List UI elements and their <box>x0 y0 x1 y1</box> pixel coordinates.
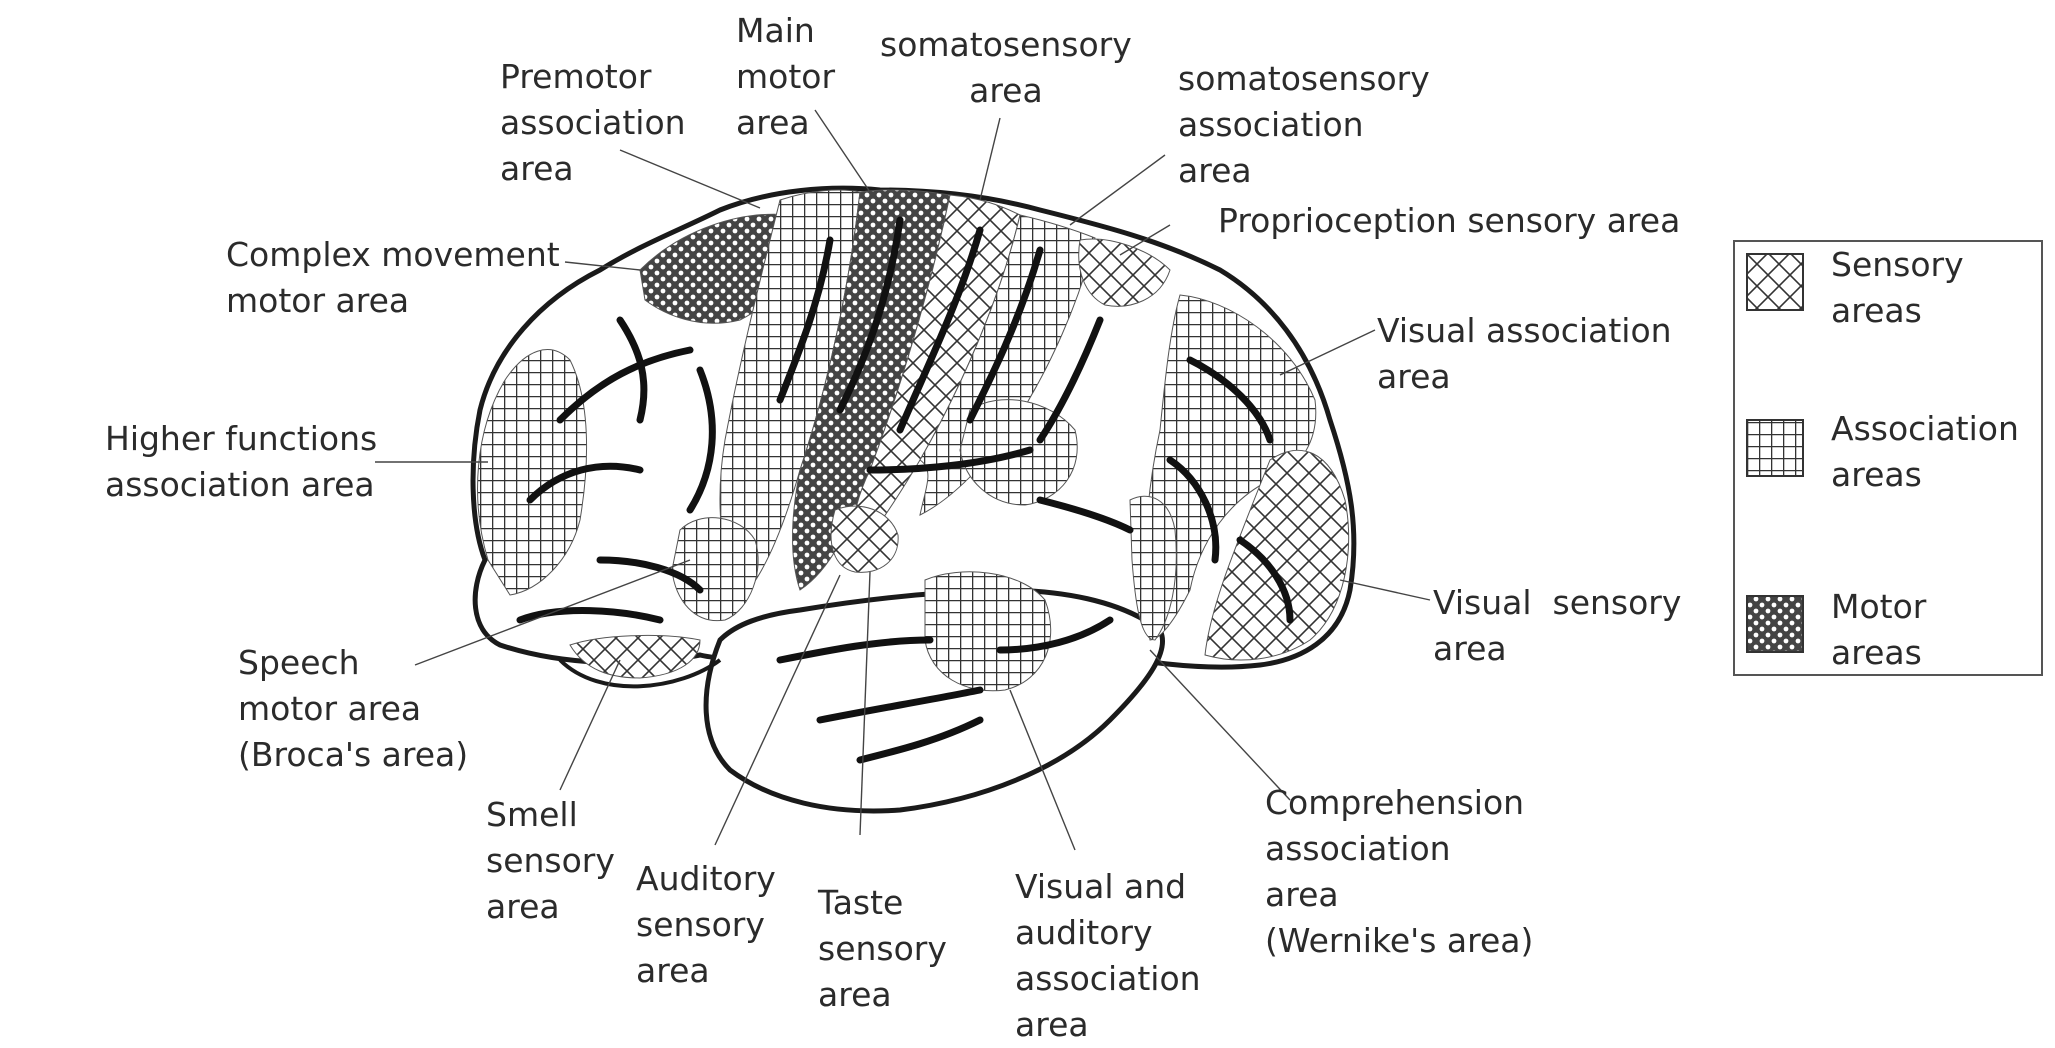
legend-swatch-association <box>1746 419 1804 477</box>
label-speech-motor: Speech motor area (Broca's area) <box>238 643 469 774</box>
region-smell <box>569 634 701 679</box>
label-taste: Taste sensory area <box>818 883 947 1014</box>
label-higher-functions: Higher functions association area <box>105 419 378 504</box>
region-broca <box>671 517 759 622</box>
legend-swatches <box>1746 253 1804 653</box>
label-proprioception: Proprioception sensory area <box>1218 201 1681 240</box>
region-higher-functions <box>477 349 588 596</box>
label-premotor: Premotor association area <box>500 57 686 188</box>
legend-label-sensory: Sensory areas <box>1831 245 1964 330</box>
brain-folds <box>516 216 1294 764</box>
legend: Sensory areas Association areas Motor ar… <box>1733 240 2043 676</box>
label-somatosensory: somatosensory area <box>880 25 1132 110</box>
label-complex-movement: Complex movement motor area <box>226 235 560 320</box>
brain-stem-outline <box>558 658 722 689</box>
label-main-motor: Main motor area <box>736 11 836 142</box>
legend-label-motor: Motor areas <box>1831 587 1927 672</box>
label-visual-auditory: Visual and auditory association area <box>1015 867 1201 1044</box>
legend-swatch-sensory <box>1746 253 1804 311</box>
region-visual-auditory-assoc <box>924 571 1052 692</box>
leader-lines <box>375 109 1431 851</box>
label-visual-sensory: Visual sensory area <box>1433 583 1682 668</box>
region-visual-assoc <box>1144 294 1317 641</box>
region-visual-sensory <box>1204 450 1350 661</box>
legend-label-association: Association areas <box>1831 409 2019 494</box>
region-wernicke <box>1129 495 1177 641</box>
region-taste <box>830 505 899 573</box>
label-comprehension: Comprehension association area (Wernike'… <box>1265 783 1534 960</box>
label-auditory: Auditory sensory area <box>636 859 776 990</box>
label-somato-assoc: somatosensory association area <box>1178 59 1430 190</box>
label-visual-assoc: Visual association area <box>1377 311 1672 396</box>
legend-swatch-motor <box>1746 595 1804 653</box>
region-proprioception <box>1078 238 1171 307</box>
label-smell: Smell sensory area <box>486 795 615 926</box>
